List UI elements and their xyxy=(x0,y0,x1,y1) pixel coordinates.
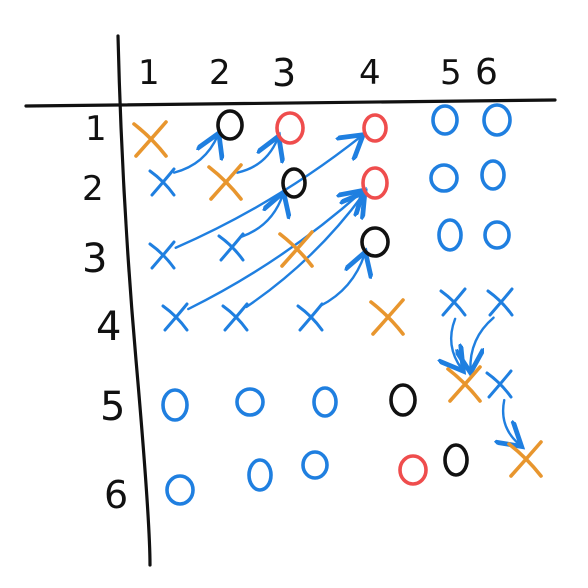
o-mark-r5-c3 xyxy=(312,386,338,418)
x-mark-r4-c5 xyxy=(439,287,467,317)
o-mark-r3-c5 xyxy=(437,218,463,252)
o-mark-r1-c5 xyxy=(431,104,459,136)
arrows-layer xyxy=(172,135,520,445)
o-mark-r1-c4 xyxy=(362,113,388,143)
row-label-2: 2 xyxy=(82,169,104,209)
o-mark-r1-c3 xyxy=(275,111,305,145)
arrow-9 xyxy=(470,316,495,371)
row-label-6: 6 xyxy=(104,473,128,517)
x-mark-r4-c3 xyxy=(296,302,324,332)
x-mark-r4-c6 xyxy=(486,287,514,317)
x-mark-r4-c2 xyxy=(221,302,249,332)
row-label-4: 4 xyxy=(96,304,121,350)
x-mark-r3-c1 xyxy=(148,240,176,270)
x-mark-r5-c5 xyxy=(446,365,482,403)
arrow-6 xyxy=(245,194,364,309)
o-mark-r6-c4 xyxy=(398,454,428,486)
x-mark-r1-c1 xyxy=(132,120,168,158)
row-label-3: 3 xyxy=(82,236,107,282)
x-mark-r5-c6 xyxy=(485,369,513,399)
column-label-4: 4 xyxy=(359,53,381,93)
x-mark-r2-c2 xyxy=(207,163,243,201)
o-mark-r1-c6 xyxy=(482,103,512,137)
o-mark-r2-c3 xyxy=(281,167,307,199)
x-mark-r4-c1 xyxy=(161,302,189,332)
o-mark-r6-c1 xyxy=(165,474,195,506)
o-mark-r1-c2 xyxy=(216,109,244,141)
column-label-6: 6 xyxy=(475,52,498,93)
o-mark-r5-c4 xyxy=(389,383,417,417)
arrow-4 xyxy=(240,194,283,238)
horizontal-axis-line xyxy=(24,98,557,108)
o-mark-r6-c2 xyxy=(247,458,273,492)
arrow-8 xyxy=(451,317,462,369)
o-mark-r6-c3 xyxy=(301,450,329,480)
row-label-5: 5 xyxy=(100,384,125,430)
column-label-1: 1 xyxy=(138,53,160,93)
x-mark-r3-c2 xyxy=(217,232,245,262)
o-mark-r5-c1 xyxy=(161,388,189,422)
row-label-1: 1 xyxy=(85,109,107,149)
column-label-3: 3 xyxy=(272,51,296,95)
o-mark-r2-c5 xyxy=(429,163,459,193)
arrow-1 xyxy=(172,135,218,174)
arrow-10 xyxy=(503,398,520,445)
o-mark-r5-c2 xyxy=(235,387,265,417)
o-mark-r3-c6 xyxy=(483,220,511,250)
column-label-2: 2 xyxy=(209,53,231,93)
o-mark-r6-c5 xyxy=(443,443,469,477)
x-mark-r4-c4 xyxy=(369,298,405,336)
x-mark-r6-c6 xyxy=(507,440,543,478)
o-mark-r3-c4 xyxy=(360,226,390,258)
x-mark-r3-c3 xyxy=(278,230,314,268)
x-mark-r2-c1 xyxy=(148,167,176,197)
arrow-7 xyxy=(319,254,364,308)
marks-layer xyxy=(132,103,543,506)
arrow-2 xyxy=(236,138,278,174)
o-mark-r2-c4 xyxy=(361,166,389,200)
vertical-axis-line xyxy=(116,34,152,567)
column-label-5: 5 xyxy=(440,53,462,93)
o-mark-r2-c6 xyxy=(480,159,506,191)
